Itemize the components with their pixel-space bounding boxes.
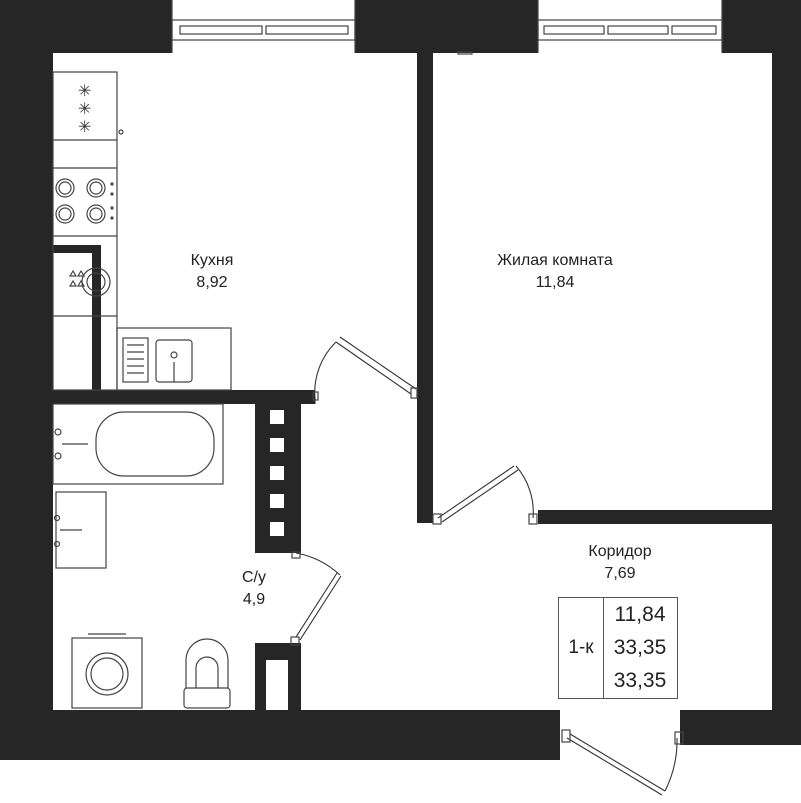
room-area: 11,84: [535, 274, 575, 291]
ventilation-mark: [457, 51, 473, 55]
svg-text:✳: ✳: [78, 117, 91, 136]
room-name: С/у: [242, 569, 266, 586]
living-area-value: 11,84: [614, 603, 666, 626]
room-name: Кухня: [190, 252, 234, 269]
bathtub-icon: [52, 403, 224, 485]
toilet-icon: [183, 638, 231, 709]
kitchen-door: [312, 336, 418, 404]
svg-text:✳: ✳: [78, 81, 91, 100]
entrance-door: [561, 729, 684, 796]
room-label-living: Жилая комната 11,84: [470, 250, 640, 294]
window-living: [537, 0, 723, 53]
stove-icon: [55, 178, 114, 224]
total-area-value: 33,35: [613, 636, 667, 659]
kitchen-counter: [52, 71, 124, 391]
washer-icon: [71, 633, 143, 709]
room-name: Жилая комната: [497, 252, 613, 269]
room-area: 4,9: [242, 591, 266, 608]
area-values: 11,84 33,35 33,35: [603, 598, 677, 698]
vent-shaft: [266, 410, 288, 710]
svg-text:✳: ✳: [78, 99, 91, 118]
room-label-kitchen: Кухня 8,92: [162, 250, 262, 294]
bathroom-door: [290, 551, 342, 646]
room-area: 7,69: [604, 565, 636, 582]
apartment-summary-box: 1-к 11,84 33,35 33,35: [558, 597, 678, 699]
room-area: 8,92: [196, 274, 228, 291]
kitchen-sink-icon: [116, 327, 232, 391]
window-kitchen: [171, 0, 356, 53]
washing-machine-icon: [68, 267, 111, 297]
apartment-type: 1-к: [559, 598, 604, 698]
room-label-corridor: Коридор 7,69: [560, 541, 680, 585]
outer-walls: [0, 0, 801, 760]
room-label-bathroom: С/у 4,9: [222, 567, 286, 611]
room-name: Коридор: [588, 543, 652, 560]
bathroom-sink-icon: [53, 491, 107, 569]
total-area-value-2: 33,35: [613, 669, 667, 692]
living-room-door: [432, 465, 538, 525]
range-hood-icon: ✳ ✳ ✳: [78, 81, 91, 136]
